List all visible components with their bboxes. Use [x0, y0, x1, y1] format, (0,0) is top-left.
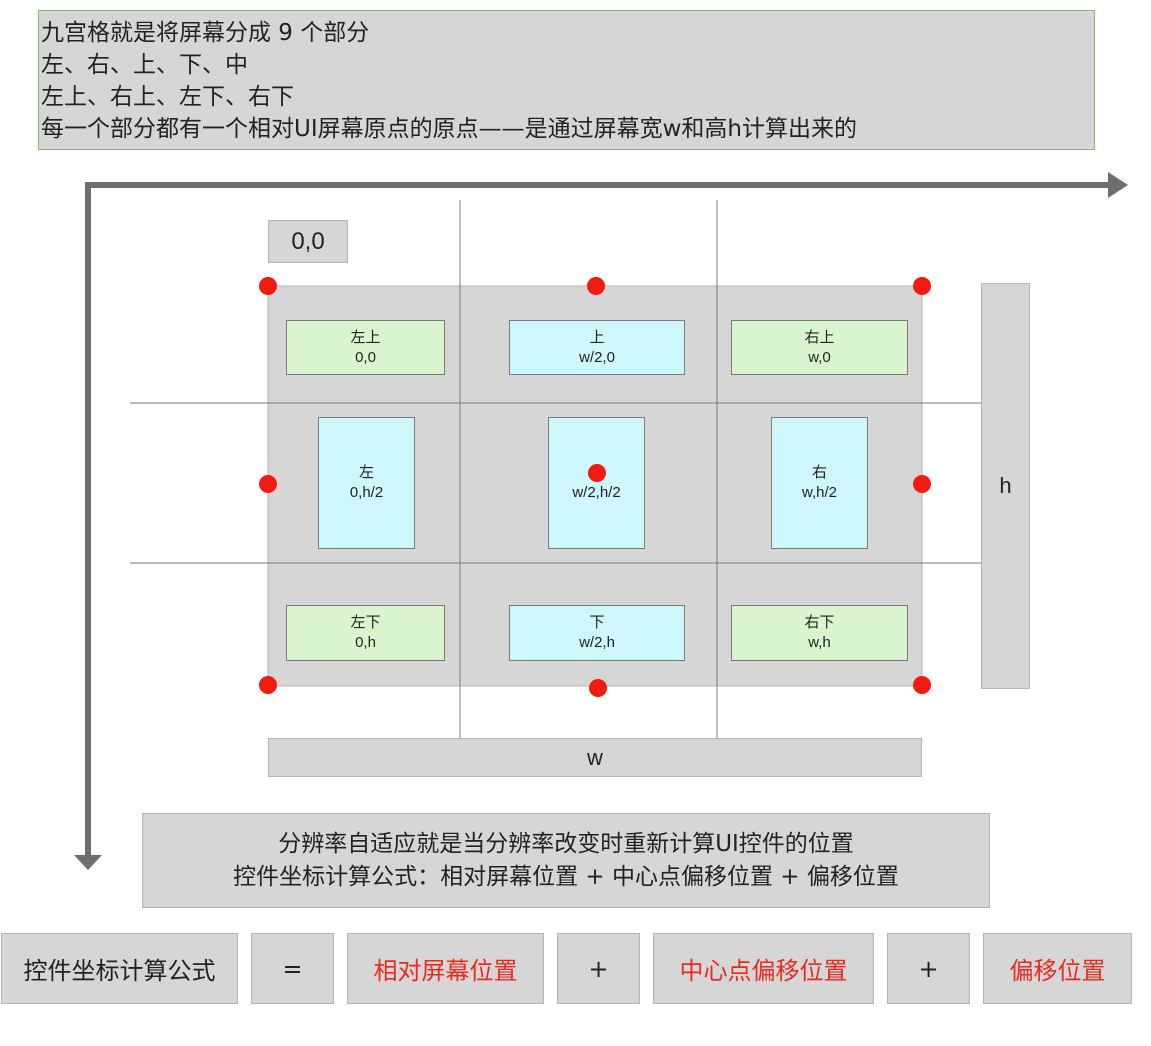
formula-term-screen-relative: 相对屏幕位置	[347, 933, 544, 1004]
formula-lhs: 控件坐标计算公式	[1, 933, 238, 1004]
anchor-dot-top-left	[259, 277, 277, 295]
intro-line: 每一个部分都有一个相对UI屏幕原点的原点——是通过屏幕宽w和高h计算出来的	[41, 116, 858, 142]
height-bar: h	[981, 283, 1030, 689]
cell-coord: w/2,0	[579, 348, 615, 366]
cell-right: 右 w,h/2	[771, 417, 868, 549]
formula-equals: =	[251, 933, 334, 1004]
summary-line-2: 控件坐标计算公式：相对屏幕位置 + 中心点偏移位置 + 偏移位置	[233, 863, 899, 890]
cell-name: 右下	[804, 614, 835, 631]
cell-bottom-right: 右下 w,h	[731, 605, 908, 661]
cell-coord: w/2,h/2	[572, 484, 621, 501]
cell-bottom: 下 w/2,h	[509, 605, 685, 661]
cell-name: 上	[589, 328, 605, 346]
formula-term-offset: 偏移位置	[983, 933, 1132, 1004]
formula-plus-1: +	[557, 933, 640, 1004]
formula-term-center-offset: 中心点偏移位置	[653, 933, 874, 1004]
intro-line: 九宫格就是将屏幕分成 9 个部分	[41, 20, 370, 46]
origin-label: 0,0	[268, 220, 348, 263]
width-bar: w	[268, 738, 922, 777]
cell-coord: 0,h	[355, 634, 376, 651]
cell-coord: 0,0	[355, 348, 376, 366]
cell-bottom-left: 左下 0,h	[286, 605, 445, 661]
intro-line: 左、右、上、下、中	[41, 52, 248, 78]
cell-name: 左下	[350, 614, 381, 631]
summary-line-1: 分辨率自适应就是当分辨率改变时重新计算UI控件的位置	[278, 830, 854, 857]
anchor-dot-bottom-right	[913, 676, 931, 694]
anchor-dot-top-right	[913, 277, 931, 295]
anchor-dot-bottom	[589, 679, 607, 697]
anchor-dot-left	[259, 475, 277, 493]
x-axis-arrowhead	[1108, 172, 1128, 198]
cell-coord: w/2,h	[579, 634, 615, 651]
summary-box: 分辨率自适应就是当分辨率改变时重新计算UI控件的位置 控件坐标计算公式：相对屏幕…	[142, 813, 990, 908]
cell-coord: w,h	[808, 634, 831, 651]
cell-name: 左	[358, 464, 374, 481]
cell-top-right: 右上 w,0	[731, 320, 908, 375]
formula-plus-2: +	[887, 933, 970, 1004]
intro-line: 左上、右上、左下、右下	[41, 84, 294, 110]
anchor-dot-bottom-left	[259, 676, 277, 694]
cell-left: 左 0,h/2	[318, 417, 415, 549]
intro-box: 九宫格就是将屏幕分成 9 个部分 左、右、上、下、中 左上、右上、左下、右下 每…	[38, 10, 1095, 150]
anchor-dot-center	[588, 464, 606, 482]
anchor-dot-right	[913, 475, 931, 493]
cell-name: 左上	[350, 328, 381, 346]
cell-name: 右	[811, 464, 827, 481]
cell-coord: w,h/2	[801, 484, 838, 501]
cell-coord: w,0	[808, 348, 831, 366]
cell-top-left: 左上 0,0	[286, 320, 445, 375]
cell-name: 右上	[804, 328, 835, 346]
cell-center: w/2,h/2	[548, 417, 645, 549]
cell-coord: 0,h/2	[349, 484, 384, 501]
cell-top: 上 w/2,0	[509, 320, 685, 375]
cell-name: 下	[589, 614, 605, 631]
y-axis-arrowhead	[74, 855, 102, 870]
anchor-dot-top	[587, 277, 605, 295]
